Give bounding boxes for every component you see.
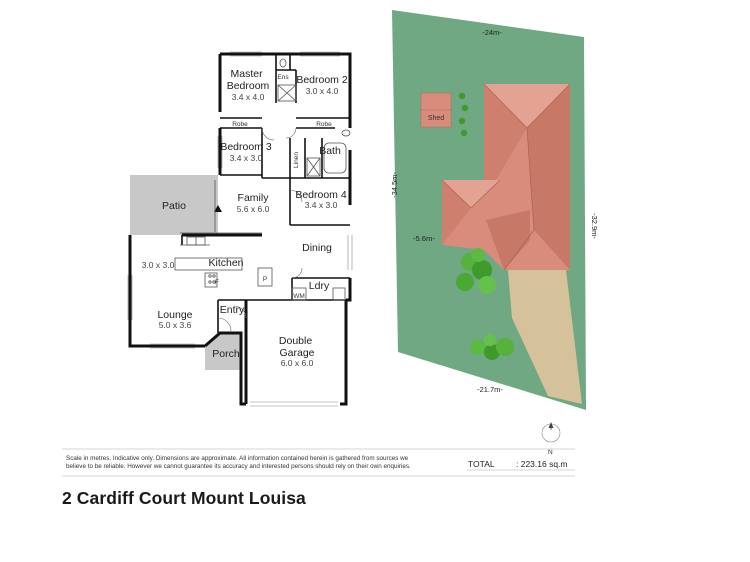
dims-double-garage: 6.0 x 6.0 bbox=[281, 358, 314, 368]
boundary-top: -24m- bbox=[482, 28, 502, 37]
disclaimer-text: Scale in metres. Indicative only. Dimens… bbox=[66, 455, 411, 471]
site-plan: Shed -24m- -34.5m- -32.9m- -21.7m- -5.6m… bbox=[390, 10, 599, 443]
label-kitchen: Kitchen bbox=[208, 257, 243, 269]
total-label: TOTAL bbox=[468, 459, 495, 469]
boundary-bottom: -21.7m- bbox=[477, 385, 503, 394]
label-ens: Ens bbox=[277, 74, 289, 81]
boundary-right: -32.9m- bbox=[590, 213, 599, 239]
dims-bedroom-3: 3.4 x 3.0 bbox=[230, 153, 263, 163]
label-patio: Patio bbox=[162, 200, 186, 212]
patio-door-arrow-icon bbox=[214, 205, 222, 212]
trees bbox=[456, 248, 514, 360]
label-master-bedroom: Master Bedroom bbox=[227, 68, 270, 92]
porch bbox=[205, 334, 241, 370]
windows bbox=[127, 51, 353, 407]
label-bath: Bath bbox=[319, 145, 341, 157]
label-pantry: P bbox=[263, 276, 267, 283]
property-address: 2 Cardiff Court Mount Louisa bbox=[62, 488, 306, 508]
patio bbox=[130, 175, 218, 235]
label-lounge: Lounge bbox=[157, 309, 192, 321]
dims-family: 5.6 x 6.0 bbox=[237, 204, 270, 214]
driveway bbox=[508, 270, 582, 404]
label-fridge: F bbox=[215, 279, 219, 286]
dims-bedroom-4: 3.4 x 3.0 bbox=[305, 200, 338, 210]
total-value: : 223.16 sq.m bbox=[516, 459, 568, 469]
label-family: Family bbox=[238, 192, 270, 204]
shed-label: Shed bbox=[428, 115, 444, 122]
label-robe-1: Robe bbox=[232, 121, 248, 128]
label-bedroom-2: Bedroom 2 bbox=[296, 74, 348, 86]
label-linen: Linen bbox=[293, 152, 300, 168]
north-arrow-icon bbox=[541, 422, 561, 443]
doors bbox=[217, 127, 303, 332]
dims-master-bedroom: 3.4 x 4.0 bbox=[232, 92, 265, 102]
label-ldry: Ldry bbox=[309, 280, 330, 292]
boundary-left: -34.5m- bbox=[390, 172, 399, 198]
setback-label: -5.6m- bbox=[413, 234, 435, 243]
label-dining: Dining bbox=[302, 242, 332, 254]
label-wm: WM bbox=[293, 293, 305, 300]
label-robe-2: Robe bbox=[316, 121, 332, 128]
label-bedroom-3: Bedroom 3 bbox=[220, 141, 272, 153]
label-double-garage: Double Garage bbox=[279, 335, 315, 359]
label-porch: Porch bbox=[212, 348, 240, 360]
floor-plan: Master Bedroom 3.4 x 4.0 Ens Bedroom 2 3… bbox=[127, 51, 353, 407]
room-labels: Master Bedroom 3.4 x 4.0 Ens Bedroom 2 3… bbox=[142, 68, 348, 368]
north-label: N bbox=[548, 449, 553, 456]
dims-lounge: 5.0 x 3.6 bbox=[159, 320, 192, 330]
label-bedroom-4: Bedroom 4 bbox=[295, 189, 347, 201]
label-entry: Entry bbox=[220, 304, 245, 316]
dims-bedroom-2: 3.0 x 4.0 bbox=[306, 86, 339, 96]
fixtures bbox=[174, 58, 351, 301]
house-roof bbox=[441, 83, 571, 271]
garden-shrubs bbox=[458, 92, 469, 137]
dims-meals: 3.0 x 3.0 bbox=[142, 260, 175, 270]
